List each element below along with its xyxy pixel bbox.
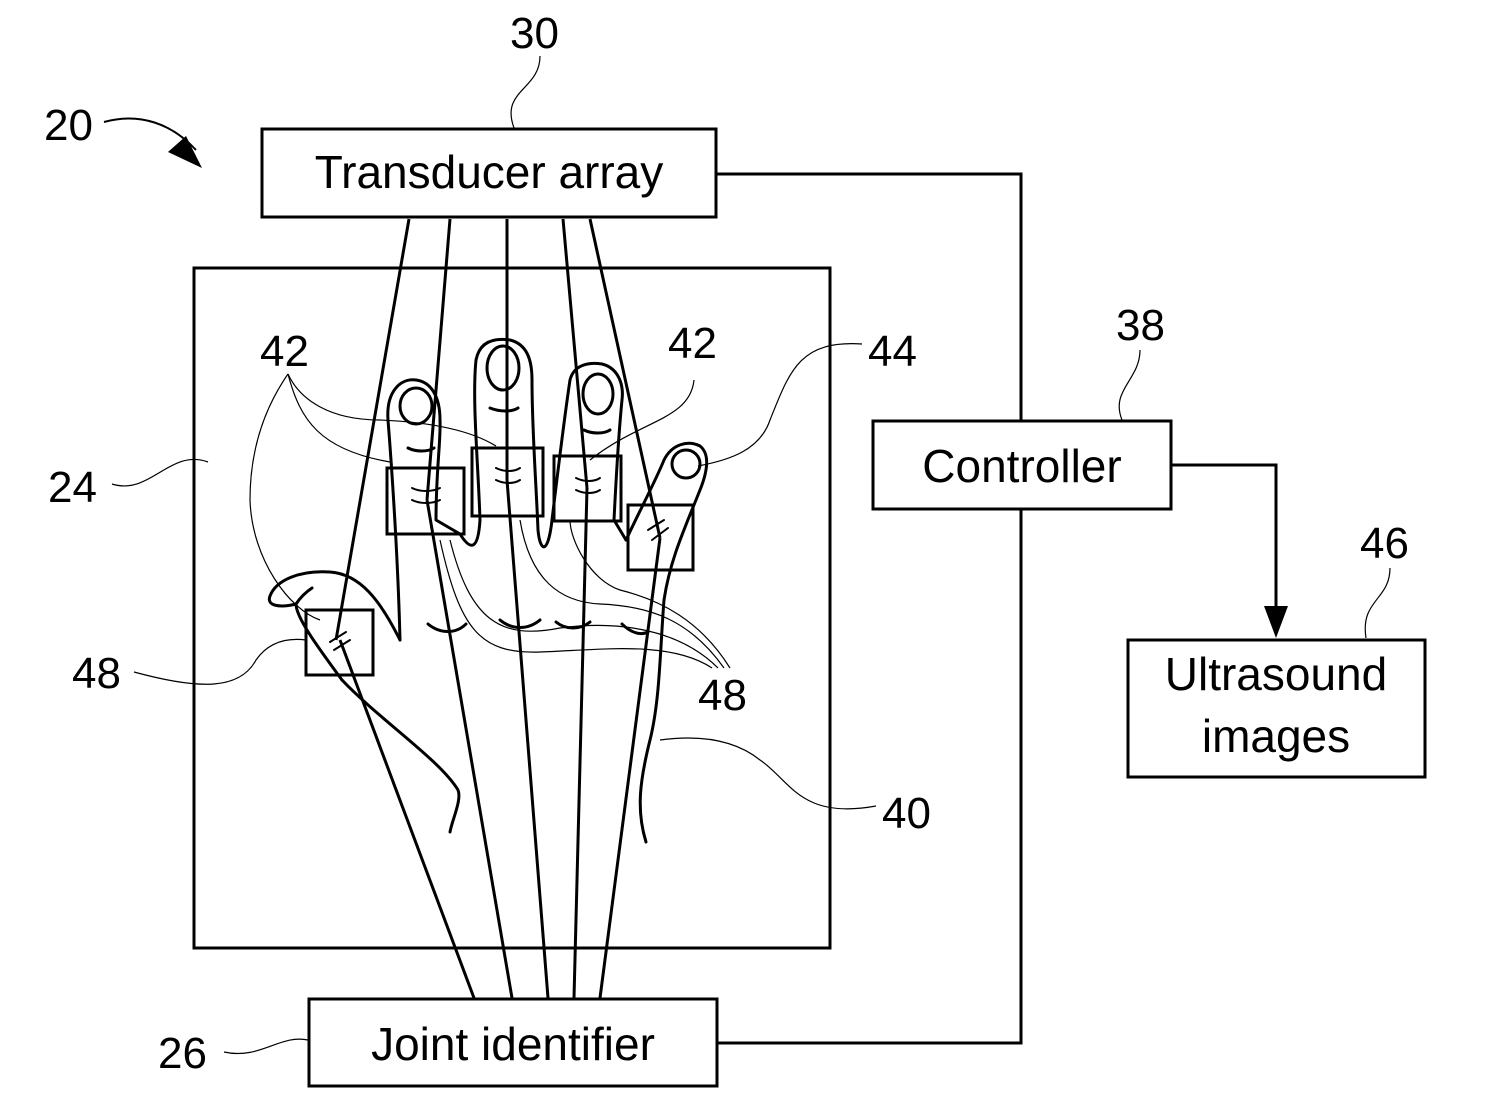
ref-joints-right: 42 [668, 319, 717, 368]
ref-contour: 40 [882, 789, 931, 838]
ref-fingertip: 44 [868, 327, 917, 376]
ref-joint-identifier: 26 [158, 1029, 207, 1078]
arrowhead-to-images [1264, 606, 1288, 638]
transducer-array-label: Transducer array [315, 146, 664, 198]
ref-joints-left: 42 [260, 327, 309, 376]
ref-controller: 38 [1116, 301, 1165, 350]
ultrasound-images-label-line2: images [1202, 710, 1350, 762]
ref-system: 20 [44, 101, 93, 150]
ultrasound-images-label-line1: Ultrasound [1165, 648, 1387, 700]
ref-transducer: 30 [510, 9, 559, 58]
ref-thumb-joint: 48 [72, 649, 121, 698]
ref-hand-region: 24 [48, 463, 97, 512]
ref-finger-joints: 48 [698, 671, 747, 720]
ref-images: 46 [1360, 519, 1409, 568]
joint-identifier-label: Joint identifier [371, 1018, 655, 1070]
wire-controller-to-images [1171, 465, 1276, 612]
controller-label: Controller [922, 440, 1121, 492]
